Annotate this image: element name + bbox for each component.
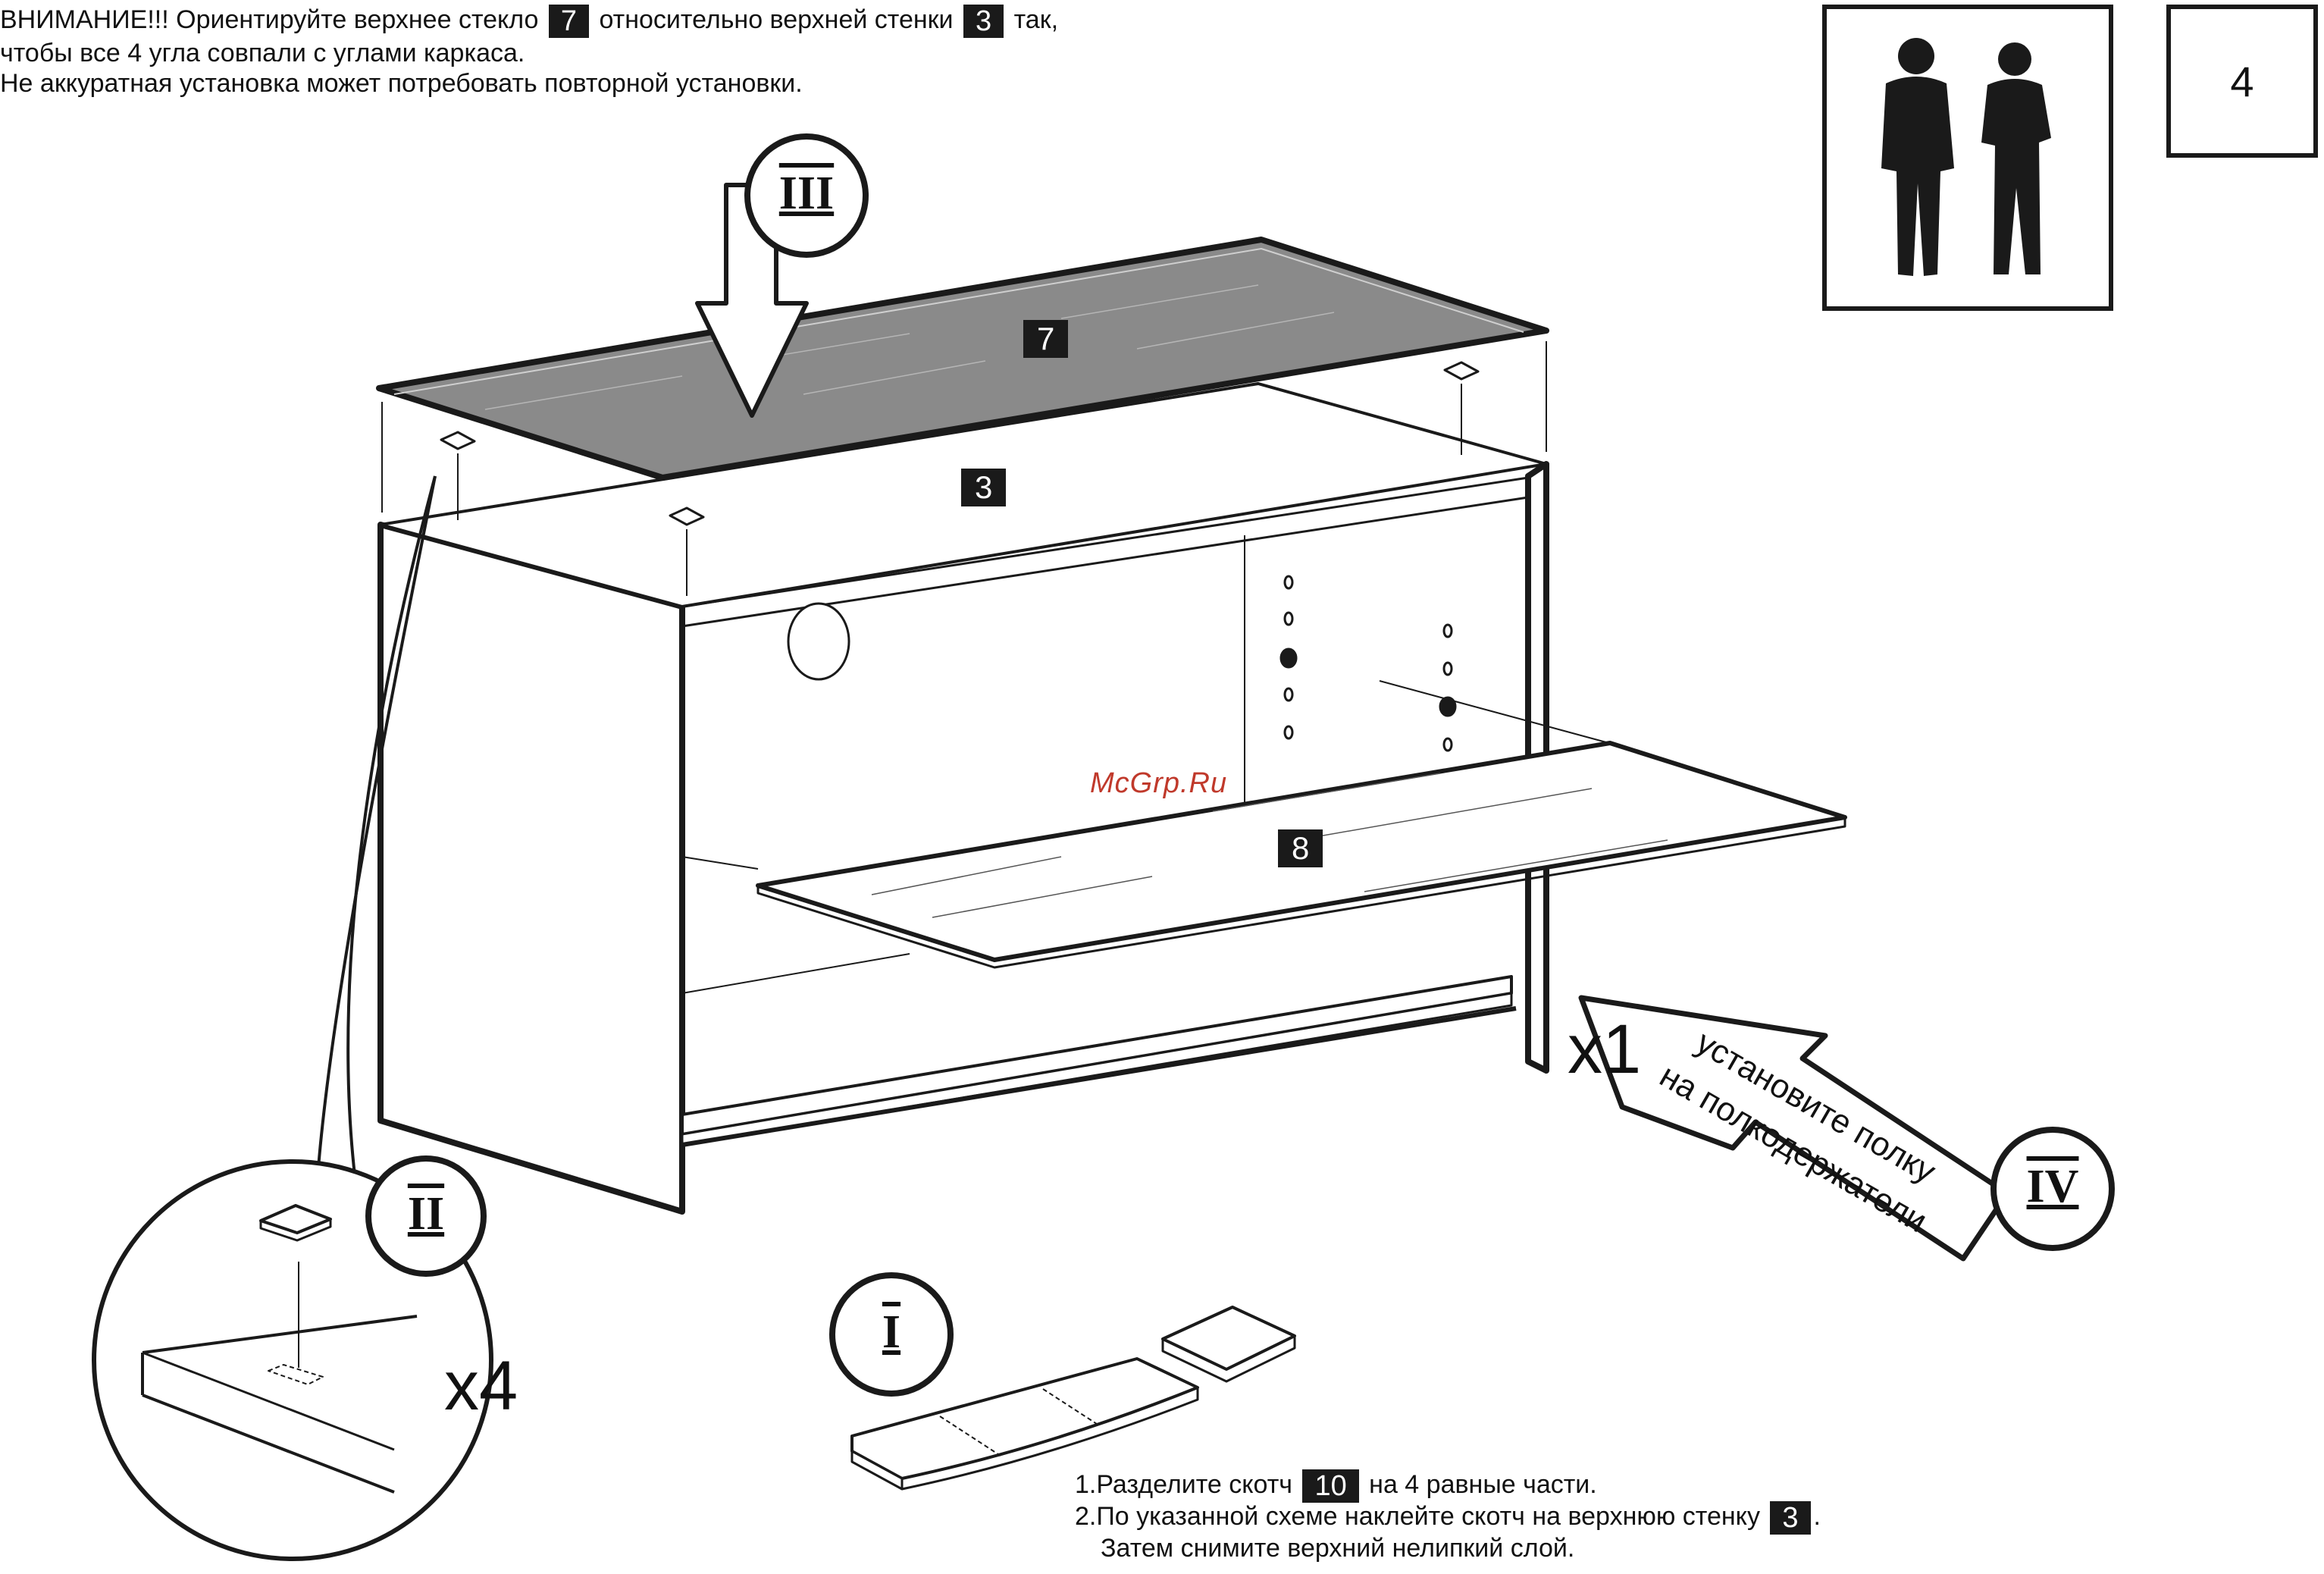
part-badge-wall: 3	[963, 5, 1004, 39]
instruction-step-2: 2.По указанной схеме наклейте скотч на в…	[1075, 1501, 1821, 1535]
step-marker-3: III	[778, 168, 835, 219]
cabinet-bottom-shelf	[681, 975, 1513, 1136]
part-badge-glass: 7	[548, 5, 590, 39]
instructions: 1.Разделите скотч 10 на 4 равные части. …	[1075, 1469, 1821, 1565]
part-badge-wall-2: 3	[1770, 1501, 1811, 1535]
label-shelf: 8	[1278, 829, 1323, 867]
page-number: 4	[2166, 5, 2318, 158]
label-top-glass: 7	[1023, 320, 1069, 358]
step-marker-4: IV	[2026, 1161, 2079, 1212]
count-shelf: x1	[1568, 1011, 1642, 1088]
people-silhouette-icon	[1881, 38, 2051, 276]
warning-line-1: ВНИМАНИЕ!!! Ориентируйте верхнее стекло …	[0, 5, 1059, 39]
install-arrow	[1578, 995, 2010, 1262]
step-marker-2: II	[407, 1188, 445, 1240]
cabinet-left-panel	[377, 522, 685, 1215]
instruction-step-2-cont: Затем снимите верхний нелипкий слой.	[1101, 1534, 1575, 1563]
part-badge-tape: 10	[1302, 1469, 1359, 1503]
tape-strip	[850, 1357, 1199, 1480]
instruction-step-1: 1.Разделите скотч 10 на 4 равные части.	[1075, 1469, 1597, 1503]
step-marker-1: I	[882, 1306, 901, 1358]
count-tape: x4	[444, 1347, 518, 1425]
warning-line-2: чтобы все 4 угла совпали с углами каркас…	[0, 39, 525, 68]
watermark: McGrp.Ru	[1090, 767, 1228, 799]
label-top-wall: 3	[961, 469, 1007, 506]
top-glass	[376, 237, 1549, 481]
warning-text: ВНИМАНИЕ!!! Ориентируйте верхнее стекло …	[0, 5, 1058, 99]
two-person-assembly-icon	[1822, 5, 2113, 311]
cable-hole	[787, 602, 850, 681]
warning-line-3: Не аккуратная установка может потребоват…	[0, 69, 803, 99]
